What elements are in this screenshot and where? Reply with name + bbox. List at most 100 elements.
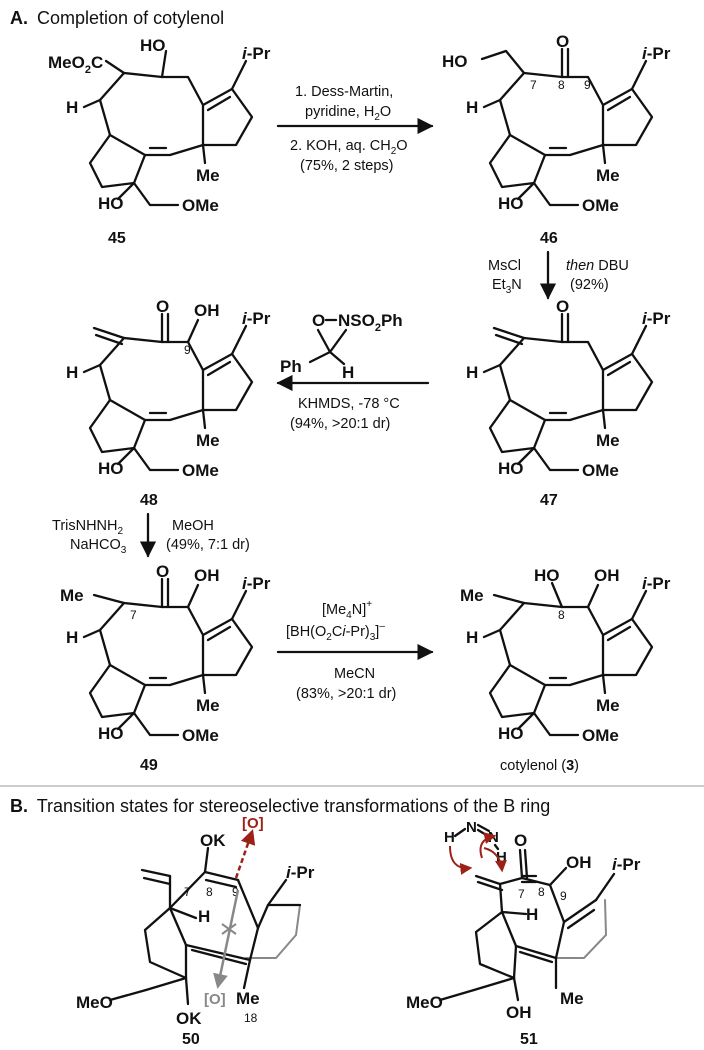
- svg-text:Me: Me: [196, 696, 220, 715]
- svg-text:8: 8: [558, 78, 565, 92]
- svg-text:MsCl: MsCl: [488, 258, 521, 274]
- svg-text:OMe: OMe: [582, 461, 619, 480]
- compound-label-46: 46: [540, 230, 558, 247]
- compound-label-47: 47: [540, 492, 558, 509]
- svg-text:Me: Me: [596, 696, 620, 715]
- svg-text:(92%): (92%): [570, 277, 609, 293]
- svg-text:H: H: [66, 363, 78, 382]
- compound-cotylenol: HO OH 8 Me H Me i-Pr HO OMe: [460, 566, 671, 745]
- svg-text:N: N: [466, 819, 477, 836]
- svg-text:OH: OH: [506, 1003, 532, 1022]
- ester-label: MeO2C: [48, 53, 103, 76]
- svg-text:1. Dess-Martin,: 1. Dess-Martin,: [295, 84, 393, 100]
- compound-label-45: 45: [108, 230, 126, 247]
- svg-text:7: 7: [184, 885, 191, 899]
- svg-text:[BH(O2Ci-Pr)3]–: [BH(O2Ci-Pr)3]–: [286, 621, 385, 643]
- oxidant-bottom-label: [O]: [204, 991, 226, 1008]
- svg-text:(83%, >20:1 dr): (83%, >20:1 dr): [296, 686, 396, 702]
- svg-text:O: O: [156, 562, 169, 581]
- svg-text:HO: HO: [534, 566, 560, 585]
- svg-text:NSO2Ph: NSO2Ph: [338, 311, 403, 334]
- svg-text:H: H: [466, 98, 478, 117]
- svg-text:NaHCO3: NaHCO3: [70, 537, 127, 556]
- favored-approach-arrow: [234, 829, 256, 879]
- svg-text:[Me4N]+: [Me4N]+: [322, 599, 372, 621]
- hydride-transfer-arrow-1: [449, 845, 473, 875]
- compound-46: O 8 9 7 HO H Me i-Pr HO OMe: [442, 32, 671, 215]
- transition-state-50: OK 7 8 9 H i-Pr Me 18 MeO OK [O] [O]: [76, 815, 315, 1028]
- hydroxyl-label: HO: [442, 52, 468, 71]
- svg-text:MeCN: MeCN: [334, 666, 375, 682]
- svg-text:2. KOH, aq. CH2O: 2. KOH, aq. CH2O: [290, 138, 408, 157]
- svg-text:Me: Me: [596, 166, 620, 185]
- svg-text:HO: HO: [98, 459, 124, 478]
- svg-text:OH: OH: [194, 301, 220, 320]
- svg-text:OH: OH: [566, 853, 592, 872]
- section-b-header: B. Transition states for stereoselective…: [10, 796, 550, 816]
- step1-conditions: 1. Dess-Martin, pyridine, H2O 2. KOH, aq…: [290, 84, 408, 174]
- svg-text:MeO: MeO: [76, 993, 113, 1012]
- svg-text:H: H: [466, 628, 478, 647]
- ketone-o-label: O: [556, 32, 569, 51]
- svg-text:H: H: [198, 907, 210, 926]
- svg-text:OH: OH: [594, 566, 620, 585]
- svg-text:KHMDS, -78 °C: KHMDS, -78 °C: [298, 396, 400, 412]
- svg-text:then DBU: then DBU: [566, 258, 629, 274]
- svg-text:OMe: OMe: [182, 726, 219, 745]
- svg-text:MeO: MeO: [406, 993, 443, 1012]
- svg-text:OMe: OMe: [582, 726, 619, 745]
- svg-text:H: H: [466, 363, 478, 382]
- svg-text:OMe: OMe: [182, 461, 219, 480]
- oxidant-top-label: [O]: [242, 815, 264, 832]
- svg-text:Me: Me: [560, 989, 584, 1008]
- svg-text:(75%, 2 steps): (75%, 2 steps): [300, 158, 394, 174]
- compound-label-51: 51: [520, 1031, 538, 1048]
- transition-state-51: O 7 8 9 OH H i-Pr Me MeO OH H N N H: [406, 819, 641, 1022]
- hydride-transfer-arrow-3: [483, 847, 507, 873]
- methoxy-label: OMe: [182, 196, 219, 215]
- svg-text:OK: OK: [176, 1009, 202, 1028]
- svg-text:Me: Me: [196, 431, 220, 450]
- svg-text:H: H: [66, 628, 78, 647]
- svg-text:7: 7: [530, 78, 537, 92]
- svg-text:O: O: [156, 297, 169, 316]
- svg-text:Et3N: Et3N: [492, 277, 522, 296]
- svg-text:O: O: [514, 831, 527, 850]
- step5-conditions: [Me4N]+ [BH(O2Ci-Pr)3]– MeCN (83%, >20:1…: [286, 599, 396, 702]
- svg-text:i-Pr: i-Pr: [642, 44, 671, 63]
- svg-text:i-Pr: i-Pr: [612, 855, 641, 874]
- svg-text:i-Pr: i-Pr: [286, 863, 315, 882]
- c7-methyl-label: Me: [60, 586, 84, 605]
- svg-text:HO: HO: [498, 459, 524, 478]
- svg-text:8: 8: [538, 885, 545, 899]
- svg-text:8: 8: [558, 608, 565, 622]
- svg-text:pyridine, H2O: pyridine, H2O: [305, 104, 391, 123]
- svg-text:H: H: [496, 849, 507, 866]
- svg-text:7: 7: [518, 887, 525, 901]
- svg-text:OMe: OMe: [582, 196, 619, 215]
- svg-text:H: H: [526, 905, 538, 924]
- svg-text:i-Pr: i-Pr: [242, 309, 271, 328]
- svg-text:H: H: [342, 363, 354, 382]
- step4-conditions: TrisNHNH2 NaHCO3 MeOH (49%, 7:1 dr): [52, 518, 250, 556]
- section-a-header: A. Completion of cotylenol: [10, 8, 224, 28]
- svg-text:Ph: Ph: [280, 357, 302, 376]
- svg-text:18: 18: [244, 1011, 258, 1025]
- compound-label-50: 50: [182, 1031, 200, 1048]
- svg-text:9: 9: [584, 78, 591, 92]
- hydride-transfer-arrow-2: [479, 832, 497, 859]
- svg-text:i-Pr: i-Pr: [642, 309, 671, 328]
- svg-text:7: 7: [130, 608, 137, 622]
- svg-text:HO: HO: [498, 724, 524, 743]
- step2-conditions: MsCl Et3N then DBU (92%): [488, 258, 629, 296]
- svg-text:(94%, >20:1 dr): (94%, >20:1 dr): [290, 416, 390, 432]
- svg-text:OH: OH: [194, 566, 220, 585]
- svg-text:Me: Me: [596, 431, 620, 450]
- compound-49: O OH 7 Me H Me i-Pr HO OMe: [60, 562, 271, 745]
- svg-text:9: 9: [232, 885, 239, 899]
- ipr-label: i-Pr: [242, 44, 271, 63]
- compound-label-cotylenol: cotylenol (3): [500, 758, 579, 774]
- svg-text:i-Pr: i-Pr: [642, 574, 671, 593]
- svg-text:MeOH: MeOH: [172, 518, 214, 534]
